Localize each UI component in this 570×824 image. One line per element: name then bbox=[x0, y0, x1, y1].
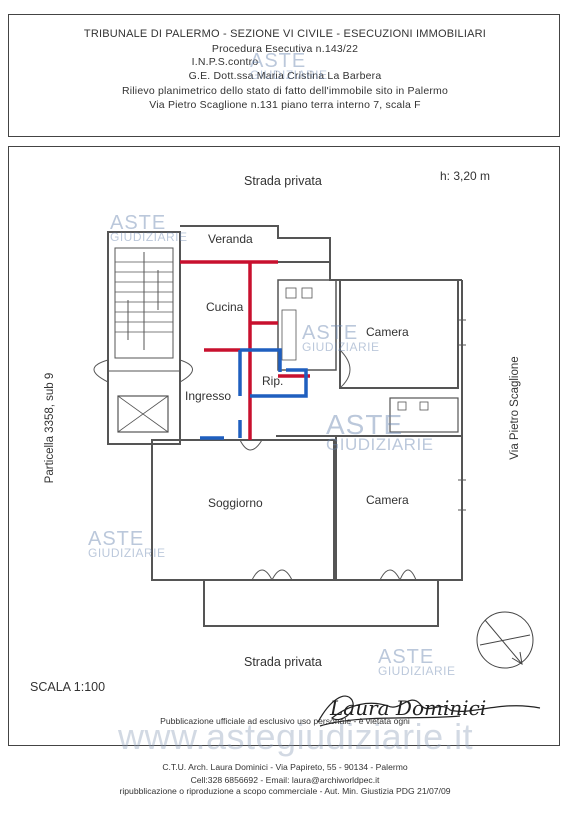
header-survey: Rilievo planimetrico dello stato di fatt… bbox=[121, 85, 449, 97]
footer-notice-1: Pubblicazione ufficiale ad esclusivo uso… bbox=[160, 716, 410, 726]
room-cucina: Cucina bbox=[206, 300, 244, 314]
side-parcel-label: Particella 3358, sub 9 bbox=[44, 372, 56, 484]
north-arrow bbox=[476, 611, 534, 669]
scale-label: SCALA 1:100 bbox=[30, 680, 106, 694]
watermark-site: www.astegiudiziarie.it bbox=[118, 716, 474, 757]
height-label: h: 3,20 m bbox=[440, 169, 491, 183]
blue-walls bbox=[200, 348, 308, 440]
signature: Laura Dominici bbox=[330, 696, 487, 720]
room-camera-1: Camera bbox=[366, 325, 409, 339]
room-ingresso: Ingresso bbox=[185, 389, 232, 403]
header-judge: G.E. Dott.ssa Maria Cristina La Barbera bbox=[188, 70, 382, 82]
room-camera-2: Camera bbox=[366, 493, 409, 507]
room-soggiorno: Soggiorno bbox=[208, 496, 263, 510]
room-veranda: Veranda bbox=[208, 232, 253, 246]
signature-scribble bbox=[317, 695, 541, 727]
street-bottom-label: Strada privata bbox=[244, 655, 322, 669]
footer-office: C.T.U. Arch. Laura Dominici - Via Papire… bbox=[162, 762, 408, 772]
street-top-label: Strada privata bbox=[244, 174, 322, 188]
room-ripostiglio: Rip. bbox=[262, 374, 284, 388]
header-frame bbox=[8, 14, 560, 137]
plan-frame bbox=[8, 146, 560, 746]
header-parties: I.N.P.S.contro bbox=[191, 56, 259, 68]
header-procedure: Procedura Esecutiva n.143/22 bbox=[211, 43, 359, 55]
footer-contacts: Cell:328 6856692 - Email: laura@archiwor… bbox=[190, 775, 380, 785]
header-court: TRIBUNALE DI PALERMO - SEZIONE VI CIVILE… bbox=[83, 28, 487, 40]
side-street-label: Via Pietro Scaglione bbox=[509, 356, 521, 460]
header-address: Via Pietro Scaglione n.131 piano terra i… bbox=[149, 99, 421, 111]
footer-notice-2: ripubblicazione o riproduzione a scopo c… bbox=[119, 786, 451, 796]
